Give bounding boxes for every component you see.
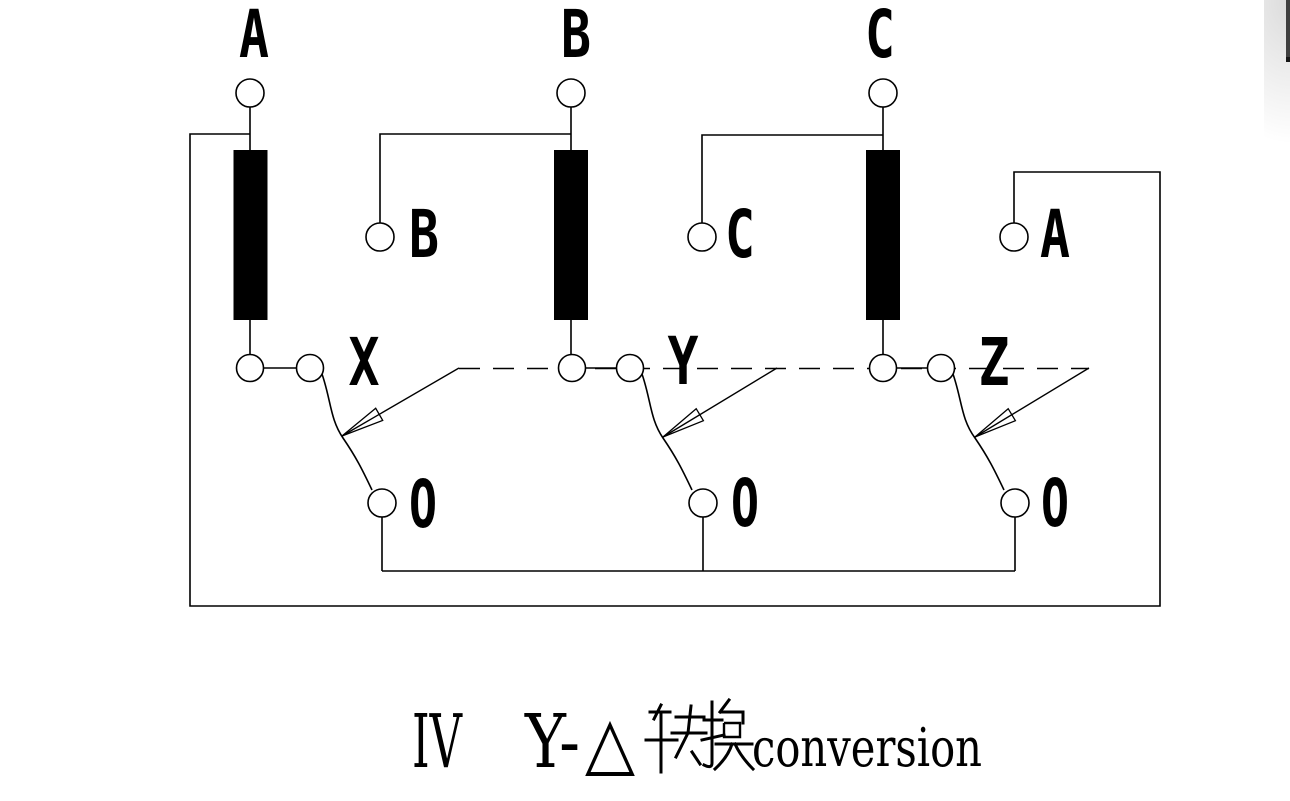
wiper-x	[321, 373, 373, 491]
caption: IV Y- △	[412, 697, 982, 785]
phase-terminal-b-circle	[556, 78, 586, 108]
arrowhead-y-icon	[662, 407, 705, 438]
caption-delta-symbol: △	[585, 700, 636, 784]
tap-label-a: A	[1040, 196, 1070, 273]
contact-y-right-circle	[615, 353, 645, 383]
terminals	[235, 78, 1030, 518]
phase-label-b: B	[561, 0, 591, 73]
outer-loop-wire	[189, 133, 1161, 607]
contact-z-right-circle	[926, 353, 956, 383]
scrollbar-shadow	[1264, 0, 1290, 200]
wiring	[189, 107, 1161, 607]
neutral-terminal-1-circle	[367, 488, 397, 518]
phase-terminal-a-circle	[235, 78, 265, 108]
winding-stubs	[249, 107, 884, 354]
winding-b	[554, 150, 588, 320]
caption-latin: conversion	[752, 718, 982, 779]
wiper-z	[952, 373, 1005, 491]
arrow-line-x	[341, 367, 460, 437]
actuation-arrows	[341, 367, 1090, 438]
winding-a	[233, 150, 268, 320]
arrow-line-z	[974, 367, 1090, 438]
tap-terminal-c-circle	[687, 222, 717, 252]
tap-label-c: C	[725, 196, 755, 273]
tap-b-wire	[379, 133, 571, 223]
contact-z-left-circle	[868, 353, 898, 383]
winding-c	[866, 150, 900, 320]
contact-x-right-circle	[295, 353, 325, 383]
switch-label-z: Z	[979, 324, 1010, 401]
arrowhead-z-icon	[974, 407, 1017, 438]
caption-cjk-strokes	[644, 697, 756, 774]
neutral-bus-wire	[381, 517, 1016, 572]
scrollbar-thumb[interactable]	[1286, 0, 1290, 62]
phase-label-a: A	[239, 0, 269, 73]
wiper-y	[641, 373, 693, 491]
switch-wipers	[321, 373, 1005, 491]
neutral-label-3: O	[1041, 465, 1069, 542]
contact-x-left-circle	[235, 353, 265, 383]
contact-y-left-circle	[557, 353, 587, 383]
windings	[233, 150, 900, 320]
arrow-line-y	[662, 367, 778, 438]
tap-label-b: B	[409, 196, 439, 273]
neutral-label-1: O	[409, 466, 437, 543]
phase-terminal-c-circle	[868, 78, 898, 108]
tap-terminal-b-circle	[365, 222, 395, 252]
neutral-terminal-2-circle	[688, 488, 718, 518]
switch-label-x: X	[349, 324, 380, 401]
switch-label-y: Y	[668, 323, 699, 400]
neutral-terminal-3-circle	[1000, 488, 1030, 518]
tap-c-wire	[701, 134, 883, 223]
caption-wye: Y-	[524, 699, 580, 785]
neutral-label-2: O	[731, 465, 759, 542]
caption-numeral: IV	[412, 699, 463, 785]
phase-label-c: C	[865, 0, 895, 73]
arrowhead-x-icon	[341, 407, 384, 437]
tap-terminal-a-circle	[999, 222, 1029, 252]
diagram-labels: A B C B C A X Y Z O O O	[239, 0, 1070, 543]
